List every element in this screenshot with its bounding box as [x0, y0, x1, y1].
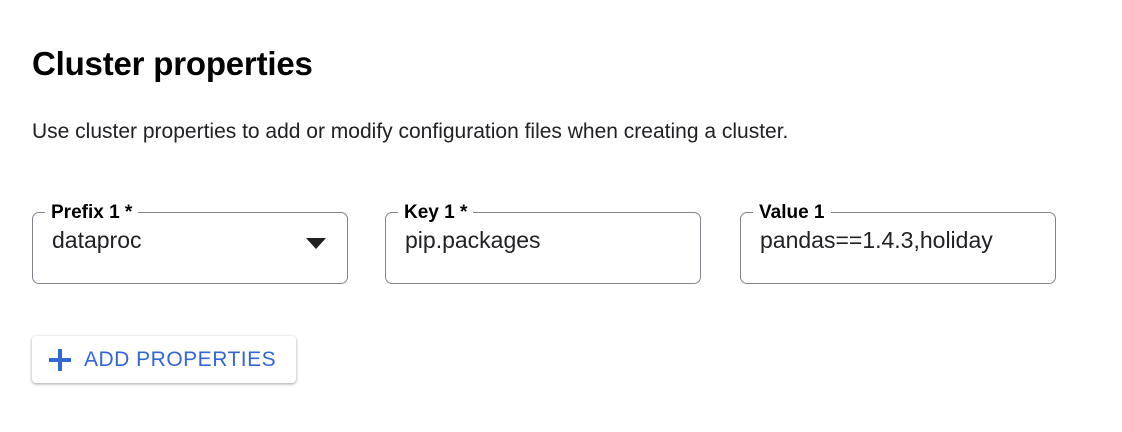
prefix-field[interactable]: Prefix 1 * dataproc	[32, 203, 348, 284]
key-field[interactable]: Key 1 * pip.packages	[385, 203, 701, 284]
add-properties-label: ADD PROPERTIES	[84, 348, 277, 371]
value-field-value[interactable]: pandas==1.4.3,holiday	[760, 227, 993, 253]
key-field-value[interactable]: pip.packages	[405, 227, 541, 253]
chevron-down-icon[interactable]	[306, 238, 326, 249]
value-field[interactable]: Value 1 pandas==1.4.3,holiday	[740, 203, 1056, 284]
value-field-label: Value 1	[759, 202, 825, 223]
prefix-field-label: Prefix 1 *	[51, 202, 133, 223]
page-title: Cluster properties	[32, 45, 313, 83]
add-properties-button[interactable]: ADD PROPERTIES	[32, 336, 297, 383]
key-field-label: Key 1 *	[404, 202, 468, 223]
plus-icon	[49, 348, 71, 371]
prefix-field-value[interactable]: dataproc	[52, 227, 142, 253]
cluster-properties-row: Prefix 1 * dataproc Key 1 * pip.packages…	[32, 203, 1092, 285]
page-description: Use cluster properties to add or modify …	[32, 120, 789, 143]
